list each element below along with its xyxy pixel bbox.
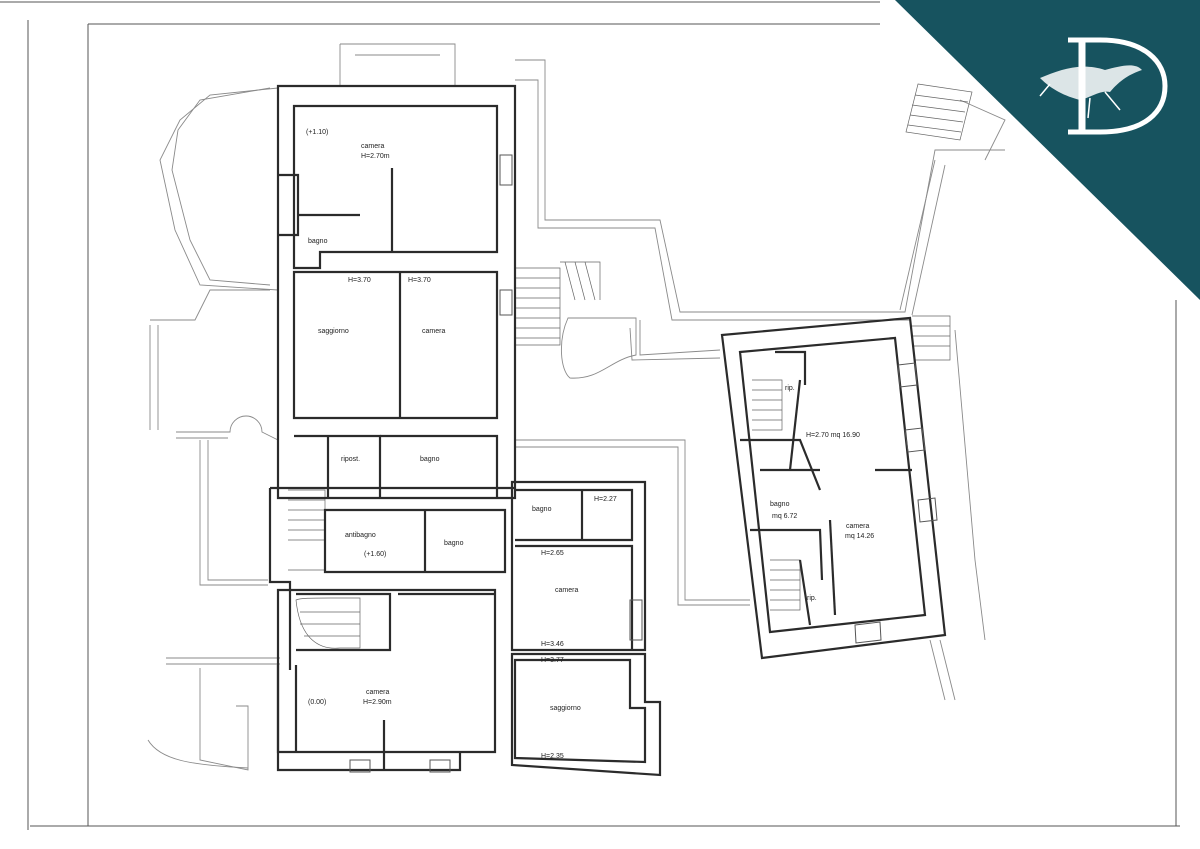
stairs — [288, 83, 973, 649]
room-12-height: H=2.90m — [363, 699, 392, 706]
room-1-height: H=2.70m — [361, 153, 390, 160]
window-marks — [349, 154, 938, 773]
room-8-name: bagno — [444, 540, 464, 547]
room-10-height-bottom: H=3.46 — [541, 641, 564, 648]
room-12-name: camera — [366, 689, 389, 696]
annex-5-name: rip. — [807, 595, 817, 602]
room-labels: (+1.10) camera H=2.70m bagno H=3.70 H=3.… — [306, 129, 874, 760]
room-2-name: bagno — [308, 238, 328, 245]
main-building-walls — [268, 84, 517, 772]
annex-walls — [720, 316, 947, 660]
room-10-height-top: H=2.65 — [541, 550, 564, 557]
room-9-height: H=2.27 — [594, 496, 617, 503]
room-10-name: camera — [555, 587, 578, 594]
room-3-height-right: H=3.70 — [408, 277, 431, 284]
annex-4-area: mq 14.26 — [845, 533, 874, 540]
room-3-height-left: H=3.70 — [348, 277, 371, 284]
room-1-name: camera — [361, 143, 384, 150]
terrace-outlines — [147, 43, 1006, 771]
room-1-level: (+1.10) — [306, 129, 328, 136]
brand-banner — [895, 0, 1200, 300]
room-4-name: camera — [422, 328, 445, 335]
annex-3-area: mq 6.72 — [772, 513, 797, 520]
middle-wing-walls — [510, 480, 662, 777]
annex-3-name: bagno — [770, 501, 790, 508]
annex-2-info: H=2.70 mq 16.90 — [806, 432, 860, 439]
room-11-height-bottom: H=2.35 — [541, 753, 564, 760]
room-3-name: saggiorno — [318, 328, 349, 335]
room-12-level: (0.00) — [308, 699, 326, 706]
room-11-name: saggiorno — [550, 705, 581, 712]
room-9-name: bagno — [532, 506, 552, 513]
horse-monogram-logo-icon — [1039, 37, 1168, 135]
room-7-name: antibagno — [345, 532, 376, 539]
room-6-name: bagno — [420, 456, 440, 463]
annex-1-name: rip. — [785, 385, 795, 392]
annex-4-name: camera — [846, 523, 869, 530]
room-7-level: (+1.60) — [364, 551, 386, 558]
room-5-name: ripost. — [341, 456, 360, 463]
sheet-frame — [0, 1, 1180, 830]
room-11-height-top: H=3.77 — [541, 657, 564, 664]
